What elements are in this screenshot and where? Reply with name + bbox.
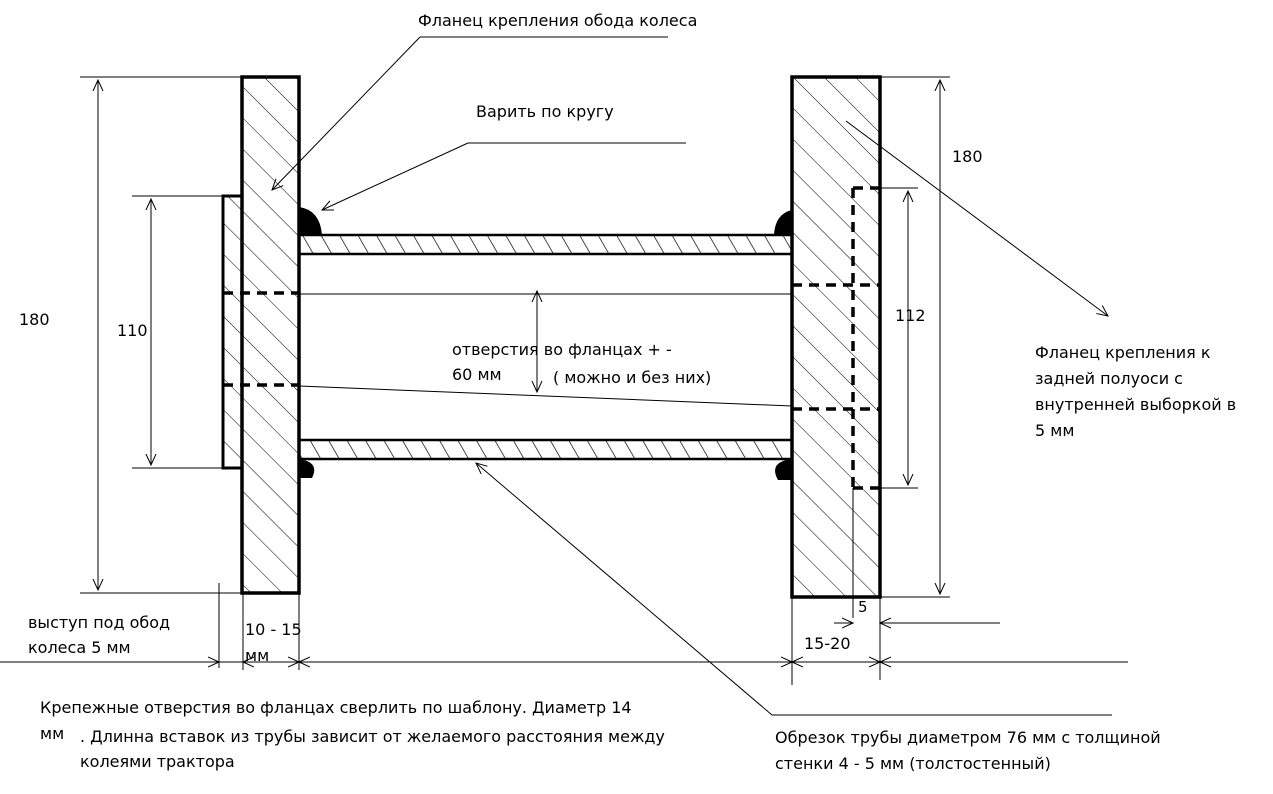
rim-flange-hole-dashes <box>223 291 299 387</box>
pipe-section <box>297 233 794 461</box>
weld-beads <box>299 207 792 480</box>
holes-label-line2: 60 мм <box>452 365 502 384</box>
note-line3: колеями трактора <box>80 752 235 771</box>
dim-left-180 <box>80 76 242 594</box>
leader-weld <box>322 142 686 210</box>
axle-flange <box>790 75 882 599</box>
axle-flange-label-l2: задней полуоси с <box>1035 369 1183 388</box>
dim-110 <box>132 195 223 469</box>
axle-flange-label-l3: внутренней выборкой в <box>1035 395 1237 414</box>
dim-15-20-label: 15-20 <box>804 634 851 653</box>
dim-left-180-label: 180 <box>19 310 50 329</box>
weld-label: Варить по кругу <box>476 102 614 121</box>
dim-bottom-baseline <box>0 488 1128 685</box>
dim-10-15-label-l2: мм <box>245 646 270 665</box>
pipe-label-l1: Обрезок трубы диаметром 76 мм с толщиной <box>775 728 1161 747</box>
dim-10-15-label-l1: 10 - 15 <box>245 620 302 639</box>
ledge-label-l2: колеса 5 мм <box>28 638 131 657</box>
rim-flange-label: Фланец крепления обода колеса <box>418 11 698 30</box>
rim-flange <box>240 75 301 595</box>
holes-optional-label: ( можно и без них) <box>553 368 712 387</box>
pipe-label-l2: стенки 4 - 5 мм (толстостенный) <box>775 754 1051 773</box>
leader-rim-flange <box>272 36 668 190</box>
rim-ledge <box>221 194 244 470</box>
ledge-label-l1: выступ под обод <box>28 613 171 632</box>
axle-flange-recess <box>792 186 880 490</box>
axle-flange-label-l1: Фланец крепления к <box>1035 343 1211 362</box>
holes-label-line1: отверстия во фланцах + - <box>452 340 672 359</box>
dim-112-label: 112 <box>895 306 926 325</box>
note-line1: Крепежные отверстия во фланцах сверлить … <box>40 698 632 717</box>
axle-flange-label-l4: 5 мм <box>1035 421 1075 440</box>
note-line2: . Длинна вставок из трубы зависит от жел… <box>80 727 665 746</box>
leader-axle-flange <box>845 120 1108 316</box>
dim-right-180 <box>880 76 950 598</box>
dim-110-label: 110 <box>117 321 148 340</box>
dim-right-180-label: 180 <box>952 147 983 166</box>
dim-5-label: 5 <box>858 598 868 616</box>
note-line2-mm: мм <box>40 724 65 743</box>
dim-112 <box>880 187 918 489</box>
leader-pipe <box>476 463 1112 716</box>
